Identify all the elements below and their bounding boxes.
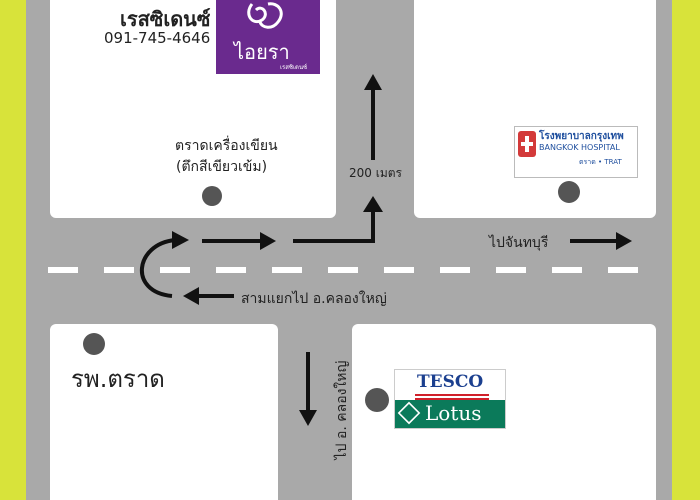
label-distance: 200 เมตร (349, 166, 402, 180)
label-trat-stationery-sub: (ตึกสีเขียวเข้ม) (176, 159, 268, 175)
arrowhead-route-up (363, 196, 383, 212)
hotel-logo: ไอยรา เรสซิเดนซ์ (216, 0, 320, 74)
marker-hospital-trat (83, 333, 105, 355)
arrowhead-up-200m (364, 74, 382, 90)
lotus-bar: Lotus (395, 400, 505, 428)
bangkok-hospital-branch: ตราด • TRAT (579, 158, 622, 166)
bangkok-hospital-name-th: โรงพยาบาลกรุงเทพ (539, 131, 624, 142)
tesco-text: TESCO (417, 372, 484, 392)
label-trat-stationery: ตราดเครื่องเขียน (175, 138, 278, 154)
elephant-swirl-icon (247, 2, 283, 29)
hospital-cross-icon (518, 131, 536, 157)
arrow-route-up (293, 208, 375, 243)
label-to-chanthaburi: ไปจันทบุรี (489, 235, 549, 251)
bangkok-hospital-logo: โรงพยาบาลกรุงเทพ BANGKOK HOSPITAL ตราด •… (514, 126, 638, 178)
label-junction-khlongyai: สามแยกไป อ.คลองใหญ่ (241, 291, 387, 307)
label-hospital-trat: รพ.ตราด (71, 365, 165, 393)
tesco-stripes (415, 394, 489, 400)
right-frame (672, 0, 700, 500)
bangkok-hospital-name-en: BANGKOK HOSPITAL (539, 143, 620, 152)
hotel-name: เรสซิเดนซ์ (120, 7, 211, 31)
marker-bangkok-hospital (558, 181, 580, 203)
hotel-logo-sub: เรสซิเดนซ์ (280, 64, 308, 71)
label-to-khlongyai: ไป อ. คลองใหญ่ (334, 360, 350, 460)
marker-trat-stationery (202, 186, 222, 206)
arrowhead-right-short (260, 232, 276, 250)
hotel-logo-text: ไอยรา (234, 40, 290, 64)
arrowhead-khlongyai (299, 410, 317, 426)
lotus-text: Lotus (425, 401, 482, 425)
block-top-right (414, 0, 656, 218)
arrow-u-turn (140, 238, 176, 298)
arrowhead-chanthaburi (616, 232, 632, 250)
marker-tesco-lotus (365, 388, 389, 412)
lotus-flower-icon (397, 401, 421, 425)
arrowhead-u-turn (172, 231, 189, 249)
tesco-lotus-logo: TESCO Lotus (394, 369, 506, 429)
hotel-phone: 091-745-4646 (104, 29, 211, 47)
left-frame (0, 0, 26, 500)
arrowhead-left-lower (183, 287, 199, 305)
